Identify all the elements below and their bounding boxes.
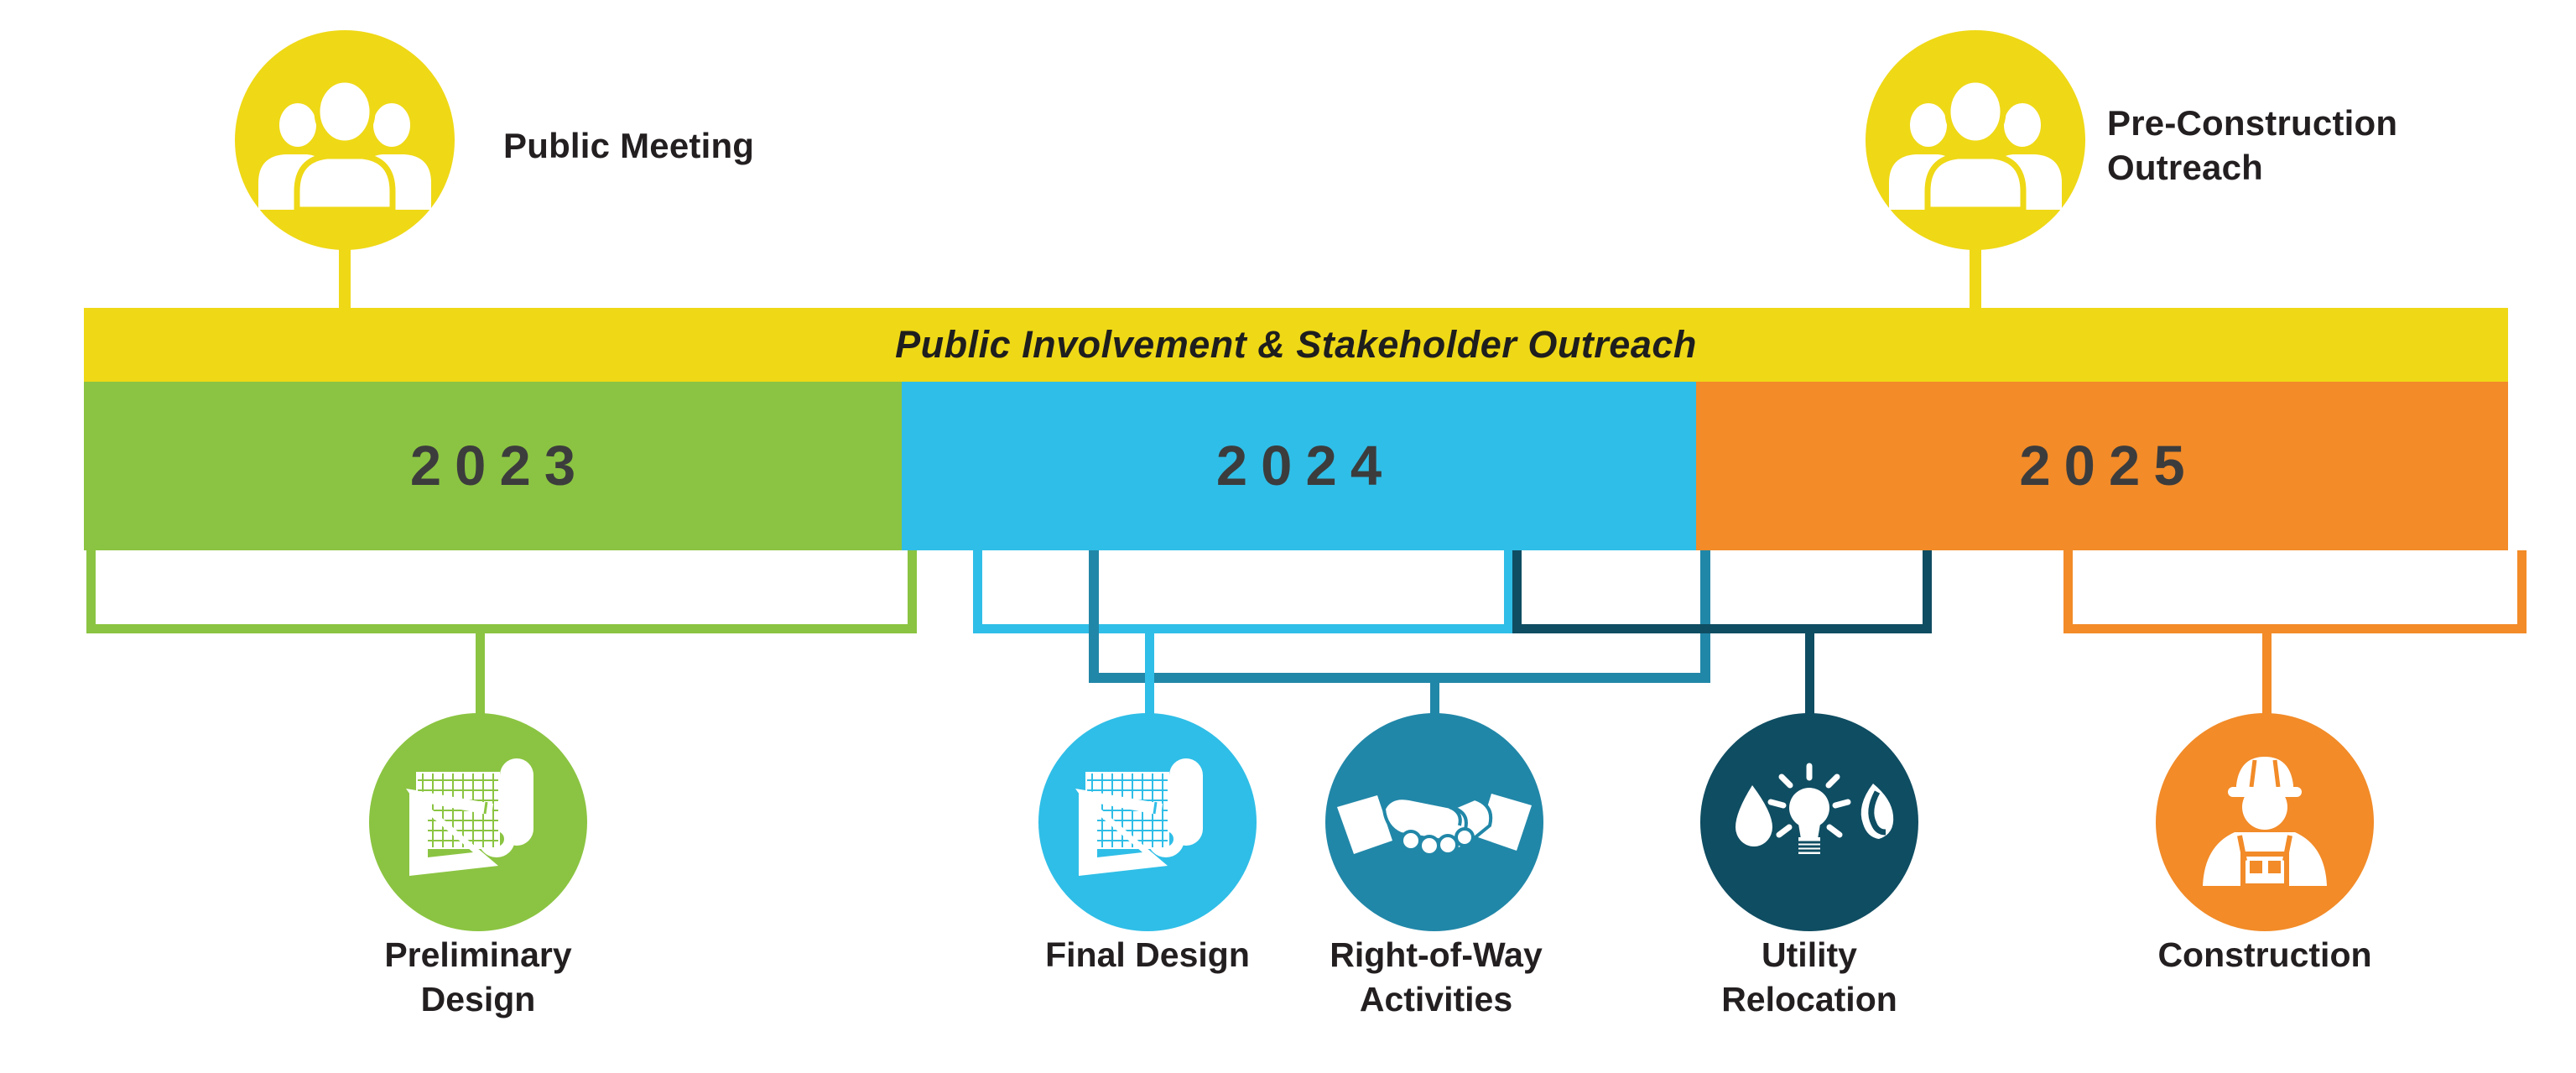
public-meeting-circle: [235, 30, 455, 250]
utility-relocation-circle: [1700, 713, 1918, 931]
drafting-tools-icon: [1038, 713, 1257, 931]
final-design-bracket: [973, 550, 1513, 633]
utility-relocation-label-line-2: Relocation: [1721, 980, 1897, 1018]
year-2024-label: 2024: [1215, 435, 1396, 497]
right-of-way-activities-label: Right-of-Way Activities: [1260, 933, 1612, 1022]
year-bar-2024: 2024: [902, 382, 1696, 550]
right-of-way-activities-bracket: [1089, 550, 1710, 683]
preliminary-design-connector-line: [476, 624, 485, 721]
public-involvement-banner: Public Involvement & Stakeholder Outreac…: [84, 308, 2508, 382]
preliminary-design-label: Preliminary Design: [302, 933, 654, 1022]
pre-construction-outreach-label: Pre-Construction Outreach: [2107, 101, 2397, 190]
construction-connector-line: [2262, 624, 2272, 721]
final-design-label: Final Design: [971, 933, 1324, 977]
people-group-icon: [235, 30, 455, 250]
public-meeting-connector-line: [339, 243, 351, 309]
year-2025-label: 2025: [2019, 435, 2199, 497]
pre-construction-outreach-circle: [1866, 30, 2085, 250]
year-2023-label: 2023: [409, 435, 590, 497]
year-bar-2025: 2025: [1696, 382, 2508, 550]
right-of-way-activities-connector-line: [1430, 673, 1439, 723]
pre-construction-outreach-label-line-1: Pre-Construction: [2107, 103, 2398, 143]
drafting-tools-icon: [369, 713, 587, 931]
handshake-icon: [1325, 713, 1543, 931]
public-involvement-banner-label: Public Involvement & Stakeholder Outreac…: [895, 323, 1697, 366]
final-design-connector-line: [1145, 624, 1154, 721]
preliminary-design-bracket: [86, 550, 917, 633]
right-of-way-activities-label-line-2: Activities: [1359, 980, 1513, 1018]
people-group-icon: [1866, 30, 2085, 250]
pre-construction-outreach-connector-line: [1970, 243, 1981, 309]
utility-relocation-connector-line: [1805, 624, 1814, 721]
utility-relocation-bracket: [1512, 550, 1932, 633]
construction-circle: [2156, 713, 2374, 931]
construction-bracket: [2063, 550, 2527, 633]
preliminary-design-label-line-2: Design: [420, 980, 536, 1018]
construction-label-line-1: Construction: [2157, 935, 2372, 974]
construction-worker-icon: [2156, 713, 2374, 931]
public-meeting-label: Public Meeting: [503, 126, 755, 165]
utility-relocation-label: Utility Relocation: [1633, 933, 1985, 1022]
utility-relocation-label-line-1: Utility: [1762, 935, 1857, 974]
year-bar-2023: 2023: [84, 382, 902, 550]
final-design-circle: [1038, 713, 1257, 931]
preliminary-design-circle: [369, 713, 587, 931]
final-design-label-line-1: Final Design: [1045, 935, 1250, 974]
utilities-icon: [1700, 713, 1918, 931]
preliminary-design-label-line-1: Preliminary: [384, 935, 572, 974]
right-of-way-activities-circle: [1325, 713, 1543, 931]
construction-label: Construction: [2089, 933, 2441, 977]
pre-construction-outreach-label-line-2: Outreach: [2107, 148, 2263, 187]
right-of-way-activities-label-line-1: Right-of-Way: [1330, 935, 1543, 974]
